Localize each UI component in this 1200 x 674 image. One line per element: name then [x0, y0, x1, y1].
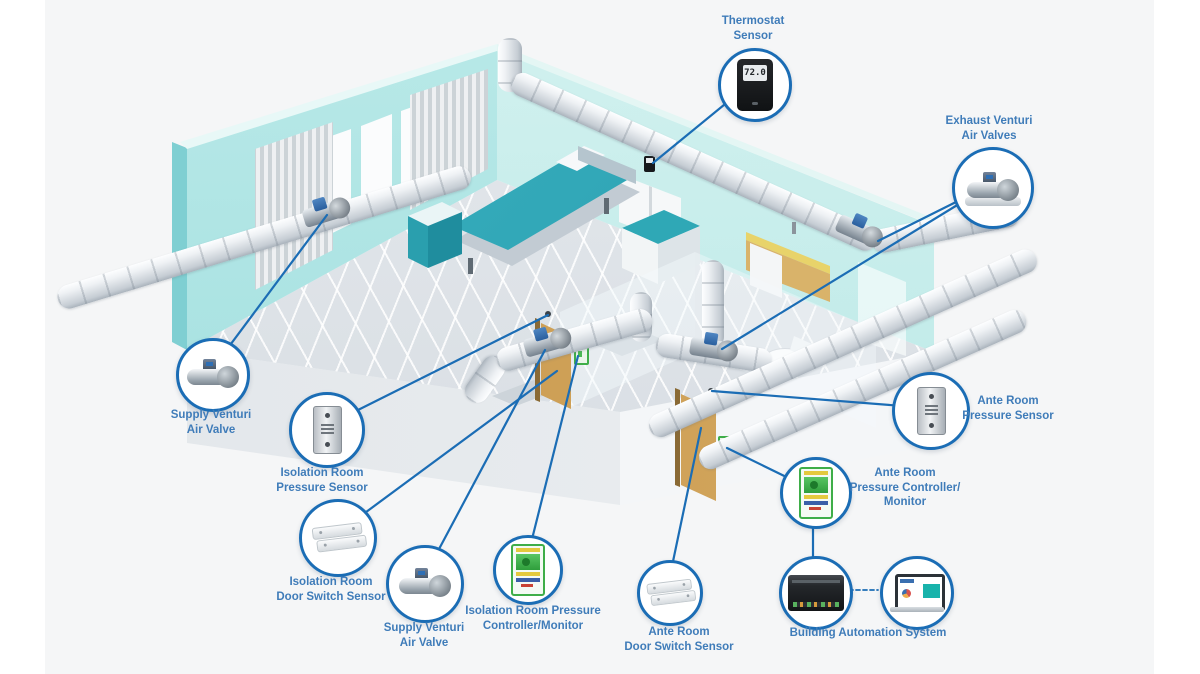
ante-controller-label: Ante Room Pressure Controller/ Monitor: [849, 467, 961, 509]
exhaust-venturi-label: Exhaust Venturi Air Valves: [945, 115, 1033, 142]
pressure-controller-icon: [799, 467, 833, 519]
iso-controller-callout-circle: [493, 535, 563, 605]
connector-supply-valve-2: [420, 348, 547, 583]
ante-pressure-sensor-callout-circle: [892, 372, 970, 450]
venturi-valve-icon: [399, 568, 451, 600]
ante-duct-riser: [702, 260, 724, 348]
connector-iso-controller: [523, 354, 580, 569]
bas-controller-icon: [788, 575, 844, 611]
exhaust-venturi-callout-circle: [952, 147, 1034, 229]
supply-venturi-2-callout-circle: [386, 545, 464, 623]
door-switch-icon: [311, 520, 368, 556]
supply-venturi-left-callout-circle: [176, 338, 250, 412]
iso-door-switch-callout-circle: [299, 499, 377, 577]
venturi-valve-icon: [965, 172, 1021, 206]
connector-iso-pressure-sensor: [322, 313, 550, 429]
laptop-icon: [890, 574, 945, 612]
venturi-valve-icon: [187, 359, 239, 391]
wall-thermostat-device: [644, 156, 655, 172]
connector-iso-door-switch: [333, 369, 559, 537]
supply-venturi-2-label: Supply Venturi Air Valve: [383, 622, 465, 649]
ante-door-switch-callout-circle: [637, 560, 703, 626]
door-switch-icon: [646, 577, 697, 609]
pressure-controller-icon: [511, 544, 545, 596]
iso-door-switch-label: Isolation Room Door Switch Sensor: [276, 576, 386, 603]
bas-label: Building Automation System: [789, 627, 947, 639]
thermostat-display: 72.0: [743, 65, 767, 81]
thermostat-icon: 72.0: [737, 59, 773, 111]
ante-controller-callout-circle: [780, 457, 852, 529]
pressure-sensor-icon: [916, 387, 946, 435]
pressure-sensor-icon: [312, 406, 342, 454]
bas-controller-callout-circle: [779, 556, 853, 630]
iso-pressure-sensor-callout-circle: [289, 392, 365, 468]
connector-exhaust-valve-2: [720, 183, 992, 351]
supply-venturi-left-label: Supply Venturi Air Valve: [170, 409, 252, 436]
thermostat-callout-circle: 72.0: [718, 48, 792, 122]
iso-pressure-sensor-label: Isolation Room Pressure Sensor: [276, 467, 368, 494]
thermostat-label: Thermostat Sensor: [721, 15, 785, 42]
iso-controller-label: Isolation Room Pressure Controller/Monit…: [465, 605, 601, 632]
bas-laptop-callout-circle: [880, 556, 954, 630]
ante-door-switch-label: Ante Room Door Switch Sensor: [624, 626, 734, 653]
ante-pressure-sensor-label: Ante Room Pressure Sensor: [962, 395, 1054, 422]
